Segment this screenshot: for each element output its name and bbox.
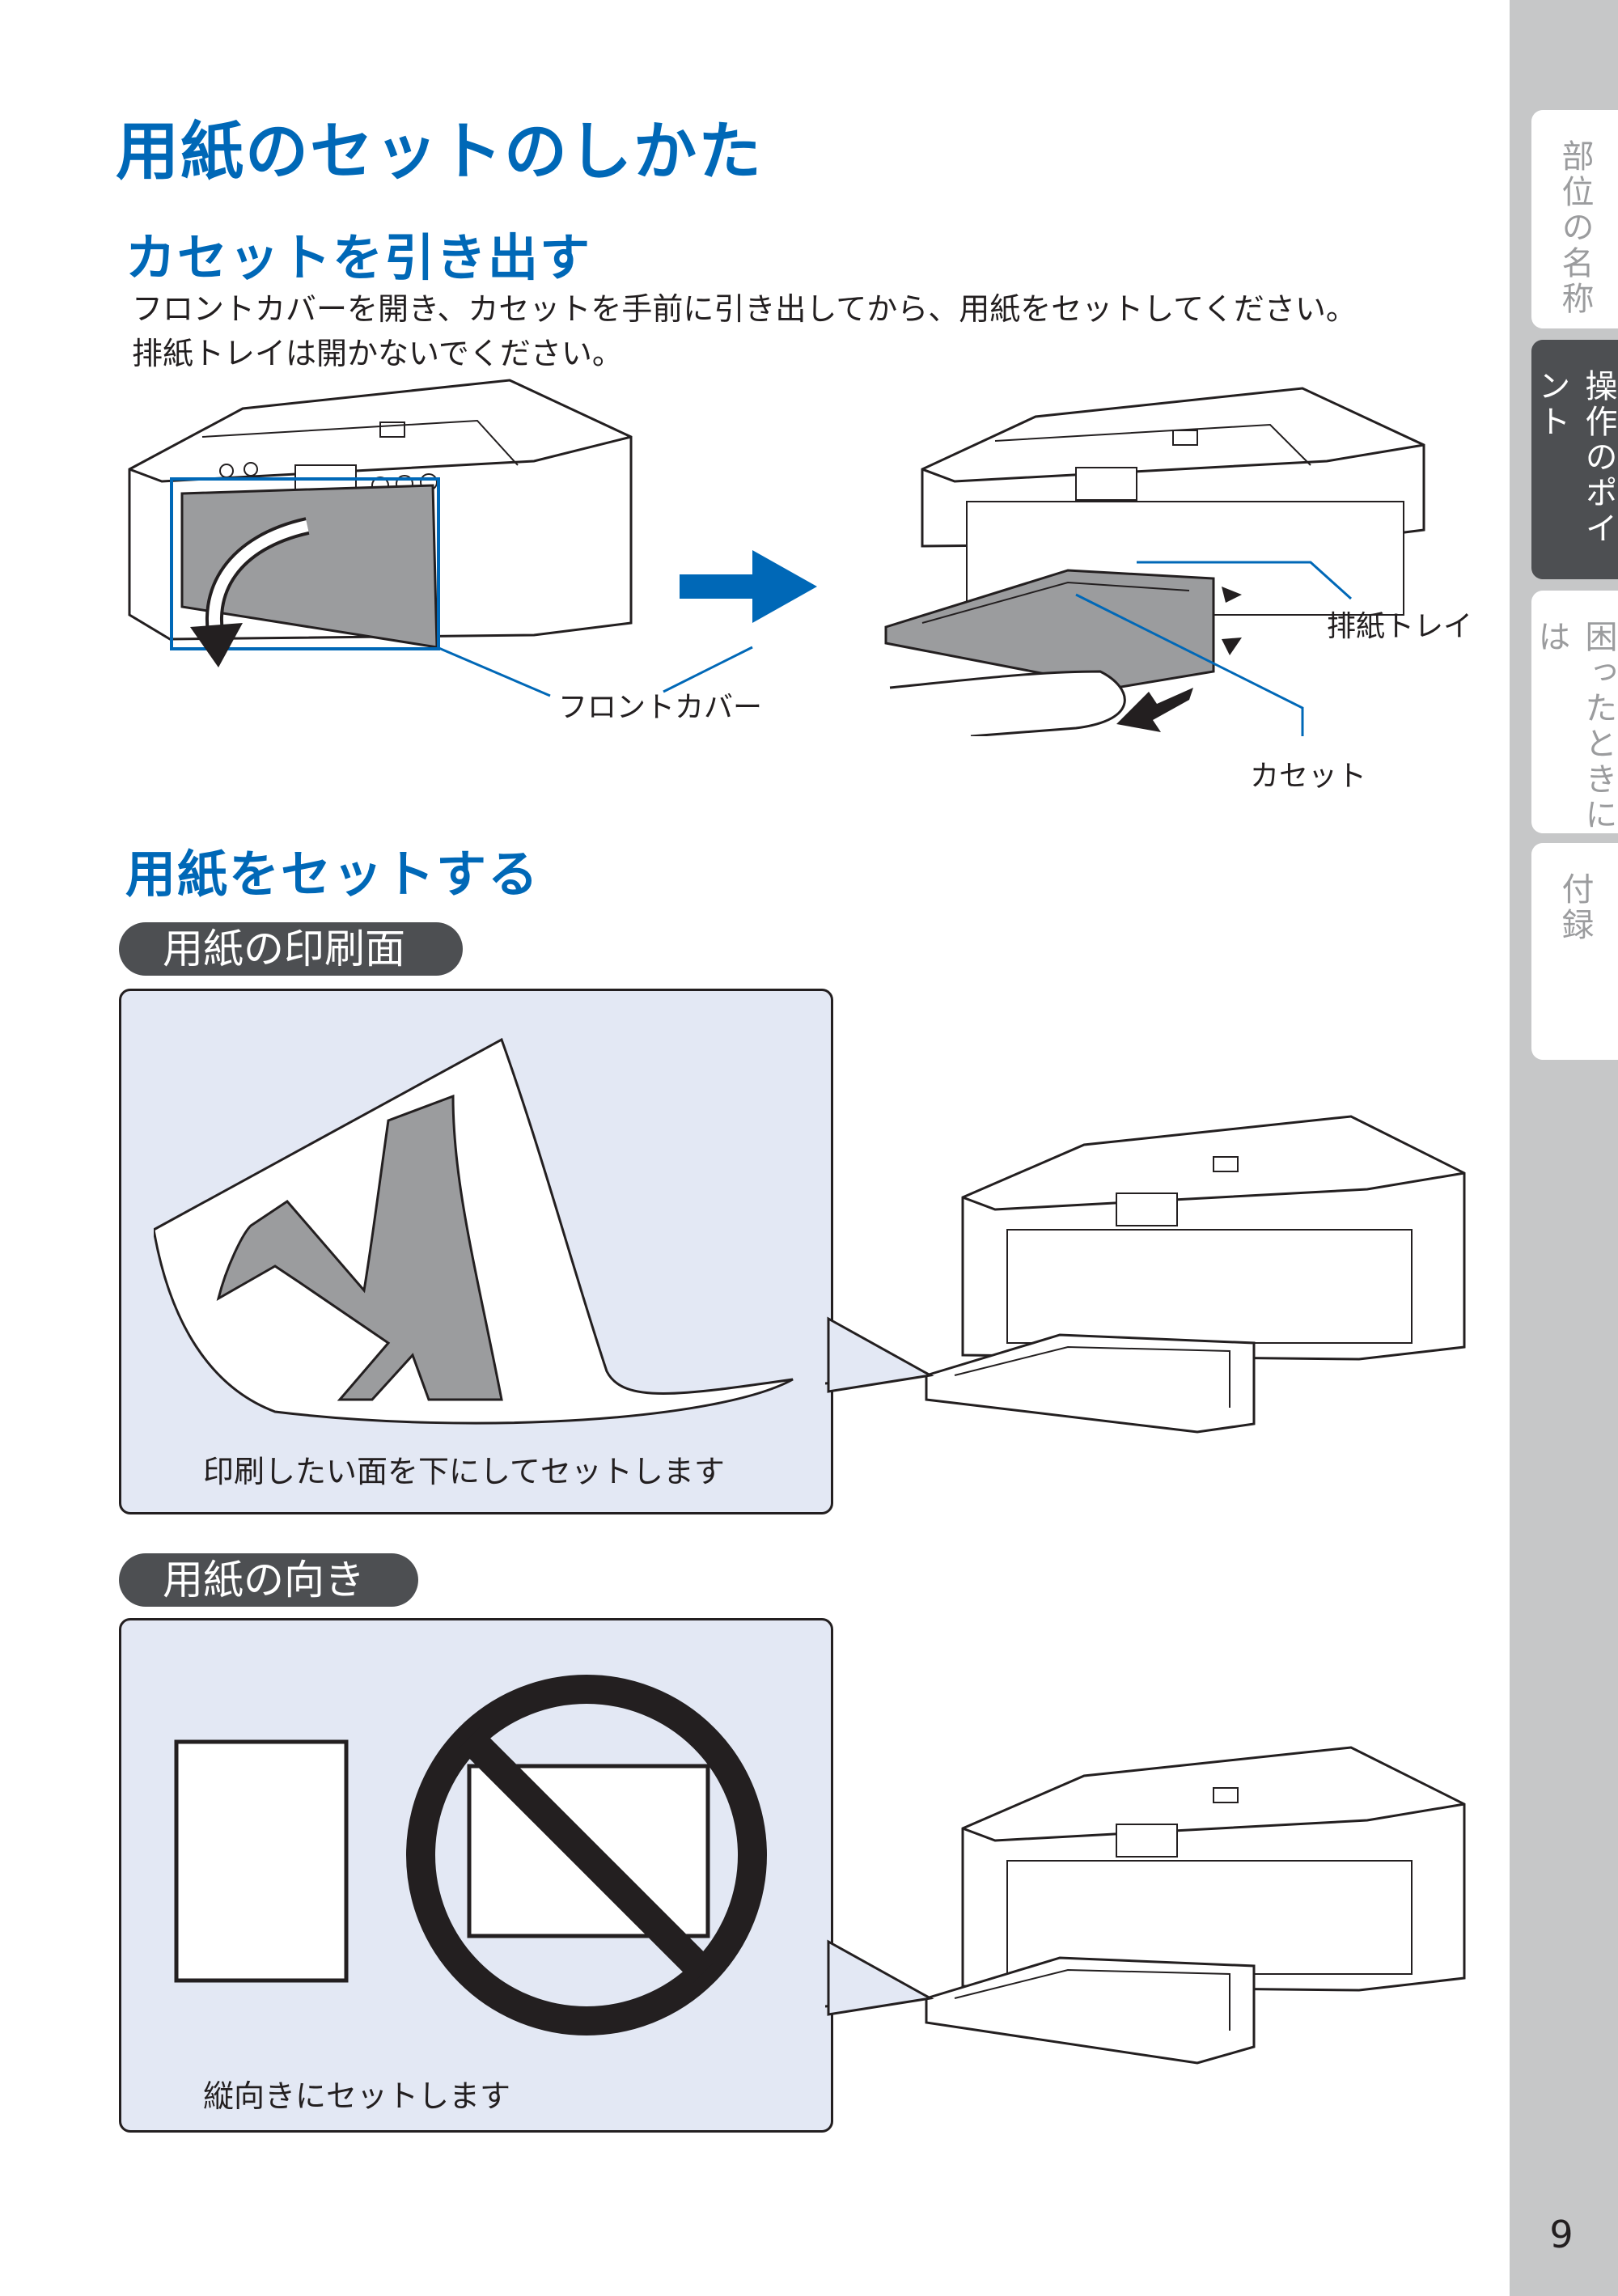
side-tab-label: 困ったときには	[1532, 620, 1617, 833]
panel-print-side: 印刷したい面を下にしてセットします	[119, 989, 833, 1514]
label-cassette: カセット	[1250, 760, 1367, 793]
instruction-line-1: フロントカバーを開き、カセットを手前に引き出してから、用紙をセットしてください。	[132, 291, 1357, 327]
page-number: 9	[1549, 2213, 1574, 2256]
label-front-cover: フロントカバー	[558, 691, 763, 724]
pill-print-side: 用紙の印刷面	[119, 922, 463, 976]
side-tab-label: 付録	[1556, 872, 1594, 943]
side-tab-operation[interactable]: 操作のポイント	[1531, 340, 1618, 579]
section-heading-load-paper: 用紙をセットする	[125, 845, 540, 904]
caption-print-side: 印刷したい面を下にしてセットします	[203, 1454, 725, 1489]
paper-print-side-illustration	[154, 1037, 794, 1425]
caption-orientation: 縦向きにセットします	[203, 2078, 511, 2114]
printer-paper-loaded-illustration-2	[825, 1746, 1466, 2065]
printer-paper-loaded-illustration-1	[825, 1115, 1466, 1434]
section-heading-pull-cassette: カセットを引き出す	[125, 228, 592, 287]
callout-connector-2	[827, 1939, 934, 2016]
side-tab-label: 操作のポイント	[1532, 369, 1617, 547]
right-arrow-icon	[680, 550, 817, 623]
printer-front-cover-illustration	[128, 379, 633, 667]
panel-orientation: 縦向きにセットします	[119, 1618, 833, 2133]
label-output-tray: 排紙トレイ	[1327, 610, 1473, 643]
side-tab-parts[interactable]: 部位の名称	[1531, 110, 1618, 328]
printer-cassette-illustration	[884, 387, 1425, 736]
front-cover-leader-line	[436, 646, 753, 697]
instruction-line-2: 排紙トレイは開かないでください。	[132, 336, 623, 371]
callout-connector-1	[827, 1316, 934, 1393]
side-tab-appendix[interactable]: 付録	[1531, 843, 1618, 1060]
side-tab-label: 部位の名称	[1556, 139, 1594, 317]
side-tab-troubleshooting[interactable]: 困ったときには	[1531, 591, 1618, 833]
pill-orientation: 用紙の向き	[119, 1553, 418, 1607]
page-title: 用紙のセットのしかた	[116, 116, 764, 189]
paper-orientation-illustration	[174, 1675, 767, 2035]
